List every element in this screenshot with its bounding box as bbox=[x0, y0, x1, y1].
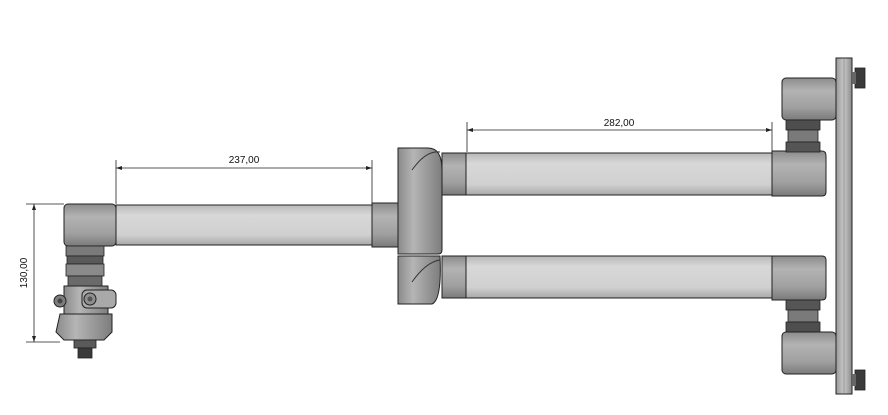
base-bolt bbox=[77, 347, 93, 359]
wall-bracket bbox=[771, 57, 866, 395]
base-mount bbox=[53, 203, 117, 359]
dimension-upper-arm: 282,00 bbox=[466, 118, 773, 152]
lower-arm-tube bbox=[115, 204, 373, 246]
upper-arm-tube-bottom bbox=[465, 255, 773, 299]
dimension-upper-arm-label: 282,00 bbox=[604, 118, 635, 129]
dimension-lower-arm: 237,00 bbox=[115, 155, 373, 204]
base-knuckle bbox=[63, 203, 117, 247]
dimension-mount-height: 130,00 bbox=[19, 203, 64, 343]
dimension-mount-height-label: 130,00 bbox=[19, 257, 30, 288]
rail-bolt-bottom bbox=[854, 369, 866, 391]
upper-arm-tube-top bbox=[465, 152, 773, 196]
base-collar bbox=[65, 245, 105, 257]
elbow-joint bbox=[371, 147, 443, 305]
dimension-lower-arm-label: 237,00 bbox=[229, 155, 260, 166]
base-nut bbox=[73, 339, 97, 349]
rail-bolt-top bbox=[854, 67, 866, 89]
base-flange bbox=[55, 313, 113, 341]
